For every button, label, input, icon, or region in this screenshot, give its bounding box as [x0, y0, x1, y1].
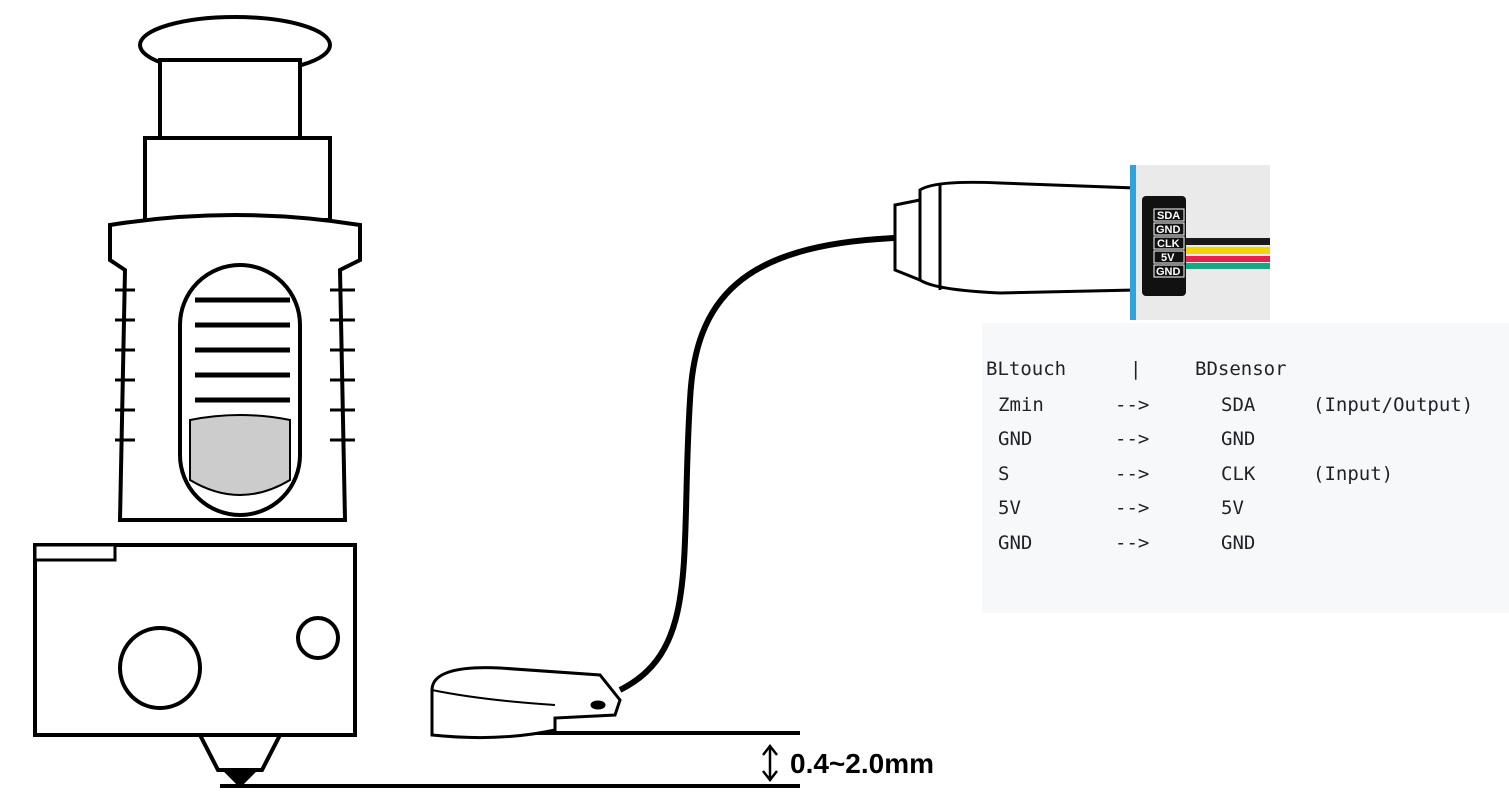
row-from: 5V	[998, 497, 1021, 519]
row-arrow: -->	[1115, 394, 1150, 416]
row-from: Zmin	[998, 394, 1044, 416]
pin-labels: SDA GND CLK 5V GND	[1153, 208, 1185, 278]
row-to: CLK	[1221, 463, 1256, 485]
wire-green	[1183, 263, 1270, 269]
pin-label: CLK	[1157, 238, 1180, 250]
row-arrow: -->	[1115, 497, 1150, 519]
bed-lines	[220, 731, 800, 788]
pin-label: GND	[1156, 224, 1181, 236]
wire-black	[1183, 238, 1270, 245]
sensor-cable-head	[893, 180, 1137, 295]
pin-label: SDA	[1157, 210, 1180, 222]
gap-dimension-label: 0.4~2.0mm	[790, 748, 934, 779]
row-to: GND	[1221, 532, 1256, 554]
row-from: GND	[998, 428, 1033, 450]
hotend-drawing	[33, 15, 362, 788]
bdsensor-probe	[430, 235, 896, 740]
row-arrow: -->	[1115, 428, 1150, 450]
pin-label: GND	[1156, 266, 1181, 278]
row-arrow: -->	[1115, 532, 1150, 554]
row-note: (Input)	[1313, 463, 1394, 485]
pin-mapping-code-block: BLtouch | BDsensor Zmin --> SDA (Input/O…	[982, 323, 1509, 613]
row-to: 5V	[1221, 497, 1244, 519]
header-bdsensor: BDsensor	[1195, 358, 1287, 380]
wire-red	[1183, 256, 1270, 262]
row-to: GND	[1221, 428, 1256, 450]
dimension-arrow-icon	[762, 743, 778, 783]
connector-photo: SDA GND CLK 5V GND	[1130, 165, 1270, 320]
row-from: GND	[998, 532, 1033, 554]
row-arrow: -->	[1115, 463, 1150, 485]
row-to: SDA	[1221, 394, 1256, 416]
header-separator: |	[1130, 358, 1142, 380]
header-bltouch: BLtouch	[986, 358, 1067, 380]
row-note: (Input/Output)	[1313, 394, 1474, 416]
wire-yellow	[1183, 247, 1270, 254]
pin-label: 5V	[1161, 252, 1175, 264]
row-from: S	[998, 463, 1010, 485]
